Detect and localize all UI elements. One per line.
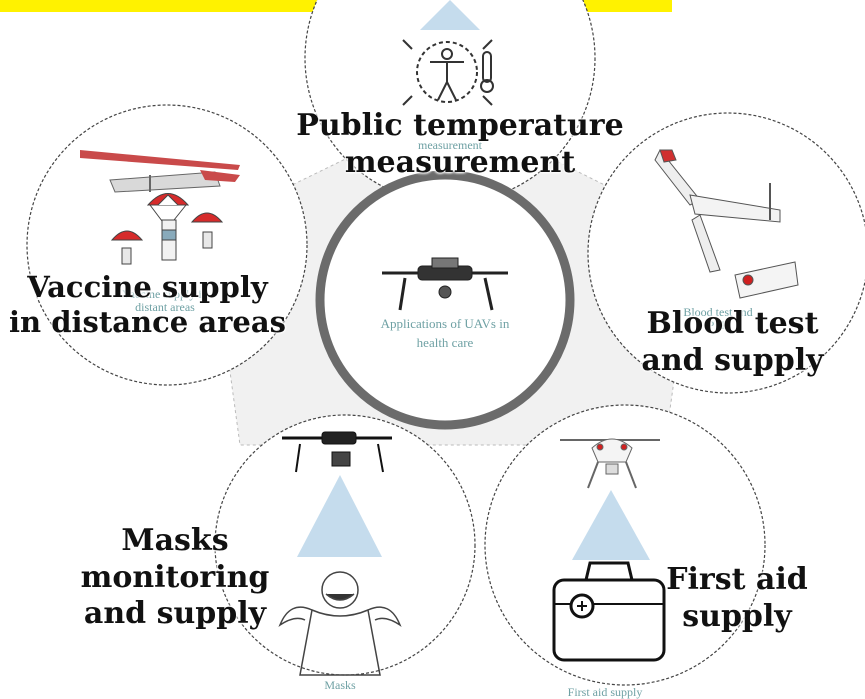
node-circle-blood <box>587 112 865 394</box>
center-label: Applications of UAVs in health care <box>345 315 545 353</box>
blood-small-line1: Blood test and <box>683 305 753 319</box>
vaccine-title-line1: Vaccine supply <box>27 270 268 304</box>
masked-person-icon <box>278 571 402 676</box>
temperature-title: Public temperature measurement <box>290 108 630 181</box>
masks-title: Masks monitoring and supply <box>75 523 275 633</box>
blood-title: Blood test and supply <box>635 306 830 379</box>
blood-small-label: Blood test and PPE <box>668 306 768 331</box>
first-aid-title-line1: First aid <box>666 562 808 597</box>
first-aid-title: First aid supply <box>652 562 822 635</box>
center-circle <box>315 170 575 430</box>
vaccine-small-line1: Vaccine supply in <box>122 287 208 301</box>
temperature-scan-icon <box>402 39 494 106</box>
triangle-first-aid <box>572 490 650 560</box>
center-label-line2: health care <box>416 334 474 350</box>
first-aid-title-line2: supply <box>682 598 792 634</box>
blood-small-line2: PPE <box>707 317 729 332</box>
temperature-title-line2: measurement <box>344 144 576 180</box>
first-aid-small-label: First aid supply <box>567 685 643 699</box>
first-aid-drone-icon <box>560 438 660 489</box>
vaccine-small-label: Vaccine supply in distant areas <box>100 288 230 313</box>
masks-drone-icon <box>282 431 392 473</box>
vaccine-small-line2: distant areas <box>135 299 195 314</box>
vaccine-title: Vaccine supply in distance areas <box>5 270 290 341</box>
blood-drone-icon <box>654 149 781 273</box>
masks-title-line3: and supply <box>83 596 267 632</box>
masks-title-line2: monitoring <box>80 559 270 595</box>
fixed-wing-drone-icon <box>80 150 240 193</box>
masks-small-label: Masks <box>324 678 356 692</box>
blood-title-line2: and supply <box>641 342 824 378</box>
triangle-masks <box>297 475 382 557</box>
center-label-line1: Applications of UAVs in <box>380 316 510 331</box>
blood-title-line1: Blood test <box>646 306 819 341</box>
triangle-temperature <box>420 0 480 30</box>
vaccine-title-line2: in distance areas <box>9 305 286 340</box>
parachute-vaccine-icon <box>110 193 224 265</box>
blood-package-icon <box>734 261 799 299</box>
temperature-small-label: measurement <box>418 138 482 152</box>
center-quadcopter-icon <box>382 257 508 311</box>
temperature-title-line1: Public temperature <box>296 108 624 143</box>
masks-title-line1: Masks <box>121 523 229 558</box>
first-aid-kit-icon <box>552 561 666 662</box>
